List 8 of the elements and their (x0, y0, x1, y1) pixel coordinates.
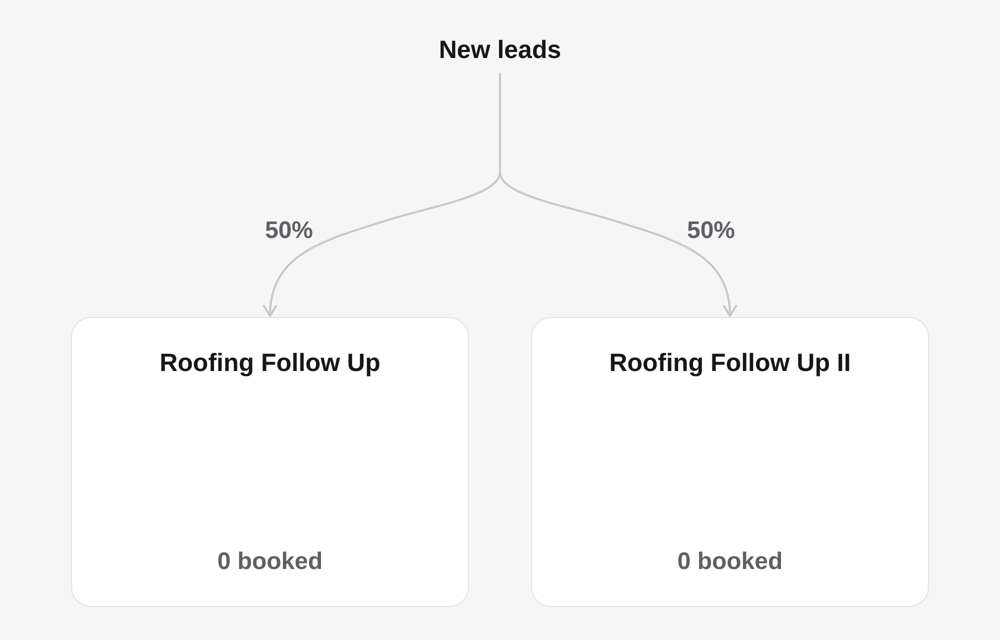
card-title: Roofing Follow Up II (609, 348, 851, 379)
source-label: New leads (380, 27, 620, 73)
step-card (531, 317, 929, 607)
arrow (499, 73, 736, 317)
booked-count: 0 booked (217, 547, 323, 577)
card-title: Roofing Follow Up (160, 348, 380, 379)
step-card (71, 317, 469, 607)
booked-count: 0 booked (677, 547, 783, 577)
